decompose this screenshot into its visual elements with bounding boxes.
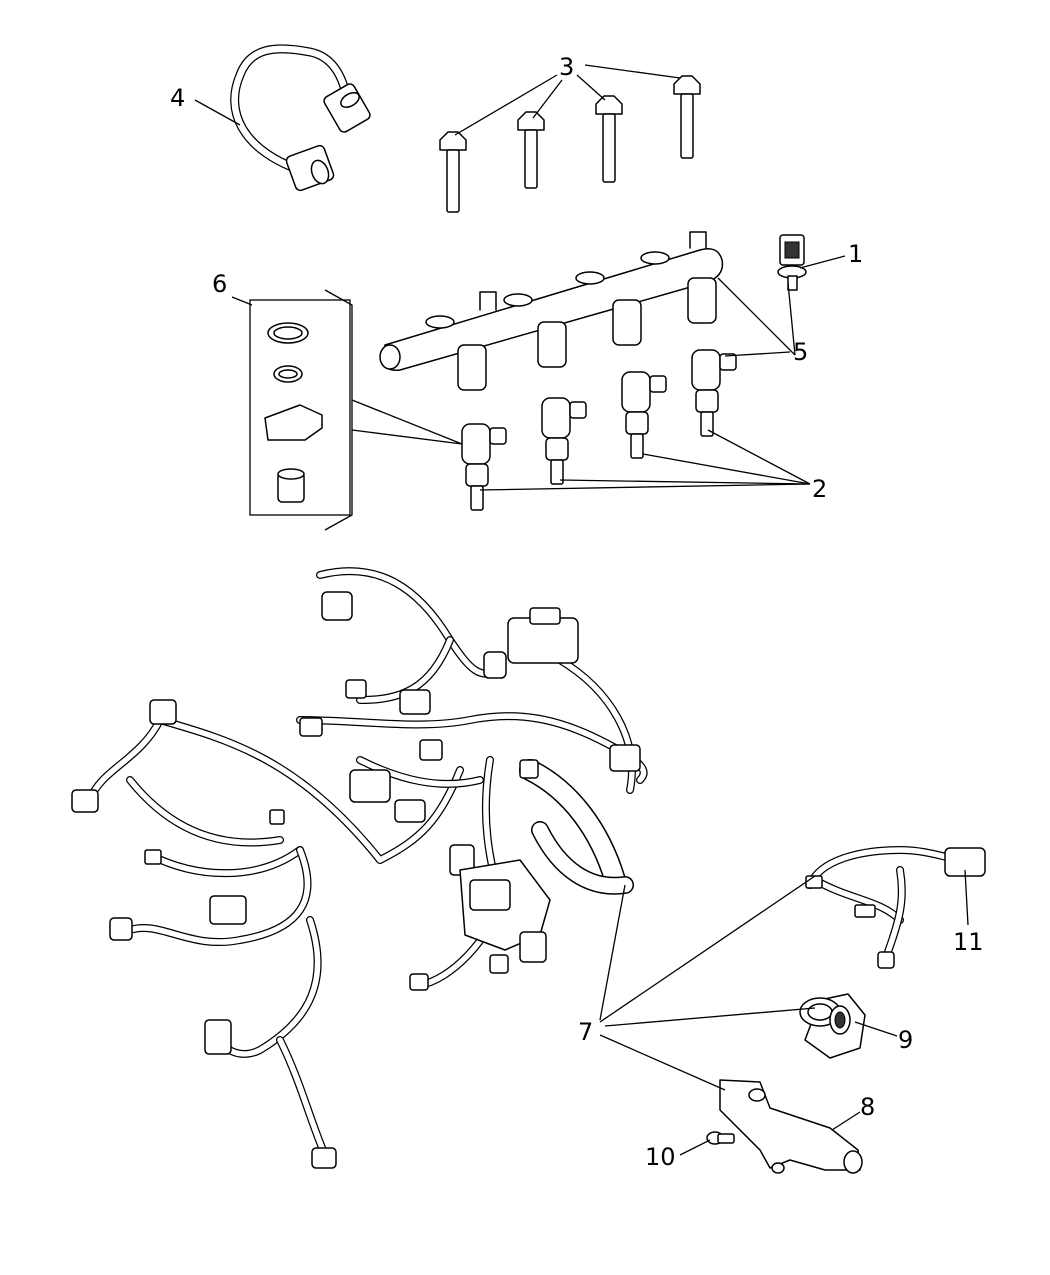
callout-9: 9: [898, 1026, 913, 1054]
callout-3: 3: [559, 53, 574, 81]
seal-kit: [249, 289, 353, 531]
pressure-sensor: [777, 234, 807, 291]
small-bolt: [706, 1131, 735, 1145]
fuel-injectors: [461, 349, 737, 511]
thermostat-housing: [799, 993, 866, 1059]
injector-2: [541, 397, 587, 485]
fuel-rail: [379, 231, 724, 391]
injector-1: [461, 423, 507, 511]
leader-lines: [194, 64, 969, 1156]
injector-3: [621, 371, 667, 459]
bolt-4: [673, 75, 701, 159]
bolt-1: [439, 131, 467, 213]
callout-1: 1: [848, 240, 863, 268]
injector-4: [691, 349, 737, 437]
callout-4: 4: [170, 84, 185, 112]
callout-5: 5: [793, 338, 808, 366]
mounting-bolts: [439, 75, 701, 213]
callout-6: 6: [212, 270, 227, 298]
callout-11: 11: [953, 928, 984, 956]
mounting-bracket: [719, 1079, 863, 1174]
wiring-harness: [71, 567, 648, 1169]
callout-labels: 1 2 3 4 5 6 7 8 9 10 11: [170, 53, 984, 1171]
fuel-line-tube: [230, 44, 371, 192]
callout-2: 2: [812, 475, 827, 503]
callout-8: 8: [860, 1093, 875, 1121]
bolt-2: [517, 111, 545, 189]
bolt-3: [595, 95, 623, 183]
callout-7: 7: [578, 1018, 593, 1046]
callout-10: 10: [645, 1143, 676, 1171]
